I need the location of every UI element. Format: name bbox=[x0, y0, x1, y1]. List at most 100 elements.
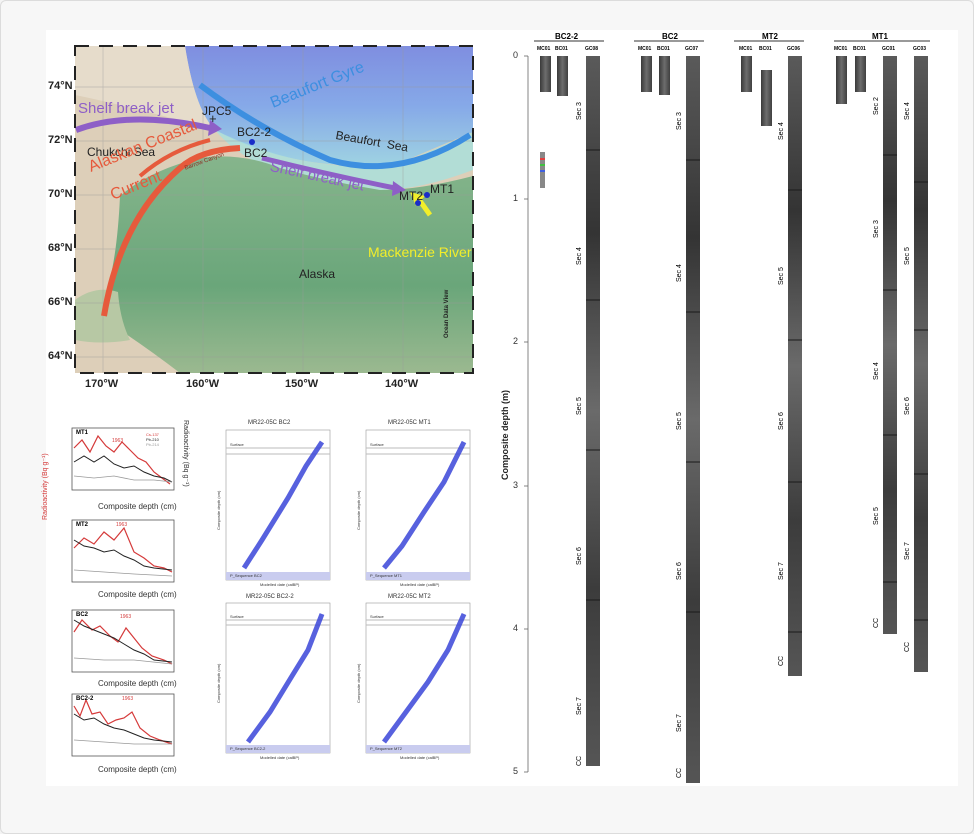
map-border bbox=[74, 45, 474, 374]
alaskan-coastal-current-arrow bbox=[101, 145, 241, 317]
col-mt1-mc01: MC01 bbox=[834, 46, 848, 52]
core-group-mt1-title: MT1 bbox=[872, 32, 888, 41]
lat-label-72: 72°N bbox=[48, 134, 73, 146]
legend-pb214: Pb-214 bbox=[146, 442, 159, 447]
profile-ylabel-left: Radioactivity (Bq g⁻¹) bbox=[42, 453, 49, 520]
radioactivity-profiles bbox=[71, 427, 175, 757]
lat-label-64: 64°N bbox=[48, 350, 73, 362]
profile-bc2 bbox=[71, 609, 175, 673]
age-model-mt2-surface: Surface bbox=[370, 614, 384, 619]
age-model-top-xlabel-2: Modelled date (calBP) bbox=[400, 582, 440, 587]
sec-mt1-gc01-3: Sec 3 bbox=[873, 220, 880, 238]
sec-mt2-cc: CC bbox=[778, 655, 785, 666]
core-group-bc2-2-title: BC2-2 bbox=[555, 32, 579, 41]
profile-mt1-title: MT1 bbox=[76, 430, 88, 436]
map-credit: Ocean Data View bbox=[444, 289, 450, 338]
age-model-bc2-2 bbox=[225, 602, 331, 754]
label-jpc5: JPC5 bbox=[202, 104, 232, 118]
deep-ocean bbox=[185, 46, 473, 166]
sec-mt1-gc01-5: Sec 5 bbox=[873, 507, 880, 525]
col-mt1-bc01: BC01 bbox=[853, 46, 866, 52]
sec-mt1-gc01-cc: CC bbox=[873, 617, 880, 628]
label-mackenzie-river: Mackenzie River bbox=[368, 244, 472, 260]
mt1-marker bbox=[424, 192, 430, 198]
label-alaskan-coastal-current-2: Current bbox=[108, 168, 164, 204]
profile-mt1-xlabel: Composite depth (cm) bbox=[98, 502, 177, 511]
age-model-mt2-footer: P_Sequence MT2 bbox=[370, 746, 403, 751]
age-model-bottom-xlabel-1: Modelled date (calBP) bbox=[260, 755, 300, 760]
col-bc2-2-mc01: MC01 bbox=[537, 46, 551, 52]
profile-ylabel-right: Radioactivity (Bq g⁻¹) bbox=[182, 420, 189, 487]
sec-mt2-7: Sec 7 bbox=[778, 562, 785, 580]
col-mt1-gc01: GC01 bbox=[882, 46, 896, 52]
age-model-ylabel-3: Composite depth (cm) bbox=[216, 663, 221, 703]
sec-mt2-6: Sec 6 bbox=[778, 412, 785, 430]
mt2-marker bbox=[415, 200, 421, 206]
sec-bc2-2-3: Sec 3 bbox=[576, 102, 583, 120]
core-group-mt2-title: MT2 bbox=[762, 32, 778, 41]
age-model-mt1 bbox=[365, 429, 471, 581]
jpc5-marker: + bbox=[209, 111, 217, 126]
col-bc2-bc01: BC01 bbox=[657, 46, 670, 52]
col-mt2-bc01: BC01 bbox=[759, 46, 772, 52]
col-mt2-mc01: MC01 bbox=[739, 46, 753, 52]
label-bc2: BC2 bbox=[244, 146, 268, 160]
arctic-map: + bbox=[74, 45, 474, 374]
legend-cs137: Cs-137 bbox=[146, 432, 159, 437]
shelf-break-jet-east-arrow bbox=[261, 155, 396, 191]
profile-bc2-title: BC2 bbox=[76, 612, 89, 618]
chukchi-shelf bbox=[75, 46, 215, 130]
label-barrow-canyon: Barrow Canyon bbox=[184, 151, 225, 172]
label-chukchi-sea: Chukchi Sea bbox=[87, 145, 156, 159]
lon-label-170: 170°W bbox=[85, 378, 119, 390]
lon-label-160: 160°W bbox=[186, 378, 220, 390]
label-alaska: Alaska bbox=[299, 267, 336, 281]
age-model-mt2-title: MR22-05C MT2 bbox=[388, 594, 431, 600]
age-model-bc2-2-title: MR22-05C BC2-2 bbox=[246, 594, 294, 600]
col-mt2-gc06: GC06 bbox=[787, 46, 801, 52]
label-shelf-break-jet-east: Shelf break jet bbox=[268, 158, 366, 195]
profile-mt2-title: MT2 bbox=[76, 522, 88, 528]
age-model-mt1-surface: Surface bbox=[370, 442, 384, 447]
label-beaufort-sea: Beaufort Sea bbox=[334, 128, 410, 155]
beaufort-gyre-arrow bbox=[198, 82, 472, 170]
lon-label-150: 150°W bbox=[285, 378, 319, 390]
lon-label-140: 140°W bbox=[385, 378, 419, 390]
age-model-ylabel-1: Composite depth (cm) bbox=[216, 490, 221, 530]
sec-bc2-6: Sec 6 bbox=[676, 562, 683, 580]
sec-bc2-2-7: Sec 7 bbox=[576, 697, 583, 715]
label-shelf-break-jet-west: Shelf break jet bbox=[78, 100, 174, 117]
age-model-bc2-footer: P_Sequence BC2 bbox=[230, 573, 262, 578]
profile-mt1 bbox=[71, 427, 175, 491]
profile-bc2-2-xlabel: Composite depth (cm) bbox=[98, 765, 177, 774]
label-mt1: MT1 bbox=[430, 182, 454, 196]
sec-bc2-2-4: Sec 4 bbox=[576, 247, 583, 265]
age-model-bc2 bbox=[225, 429, 331, 581]
sec-bc2-cc: CC bbox=[676, 767, 683, 778]
col-bc2-mc01: MC01 bbox=[638, 46, 652, 52]
label-bc2-2: BC2-2 bbox=[237, 125, 272, 139]
col-bc2-2-gc08: GC08 bbox=[585, 46, 599, 52]
age-model-bottom-xlabel-2: Modelled date (calBP) bbox=[400, 755, 440, 760]
col-bc2-gc07: GC07 bbox=[685, 46, 699, 52]
shelf-break-jet-west-arrow bbox=[75, 116, 211, 133]
profile-mt2-annotation: 1963 bbox=[116, 522, 128, 528]
profile-bc2-2-annotation: 1963 bbox=[122, 696, 134, 702]
depth-tick-0: 0 bbox=[513, 50, 519, 60]
age-model-mt2 bbox=[365, 602, 471, 754]
age-model-mt1-footer: P_Sequence MT1 bbox=[370, 573, 403, 578]
profile-bc2-2 bbox=[71, 693, 175, 757]
core-depth-ylabel: Composite depth (m) bbox=[500, 390, 510, 480]
profile-mt2-xlabel: Composite depth (cm) bbox=[98, 590, 177, 599]
lat-label-70: 70°N bbox=[48, 188, 73, 200]
label-beaufort-gyre: Beaufort Gyre bbox=[268, 58, 367, 112]
col-mt1-gc03: GC03 bbox=[913, 46, 927, 52]
profile-legend: Cs-137 Pb-210 Pb-214 bbox=[146, 432, 159, 447]
depth-tick-5: 5 bbox=[513, 766, 519, 776]
sec-mt1-gc03-4: Sec 4 bbox=[904, 102, 911, 120]
sec-bc2-2-6: Sec 6 bbox=[576, 547, 583, 565]
col-bc2-2-bc01: BC01 bbox=[555, 46, 568, 52]
sec-mt2-4: Sec 4 bbox=[778, 122, 785, 140]
age-model-bc2-surface: Surface bbox=[230, 442, 244, 447]
legend-pb210: Pb-210 bbox=[146, 437, 159, 442]
